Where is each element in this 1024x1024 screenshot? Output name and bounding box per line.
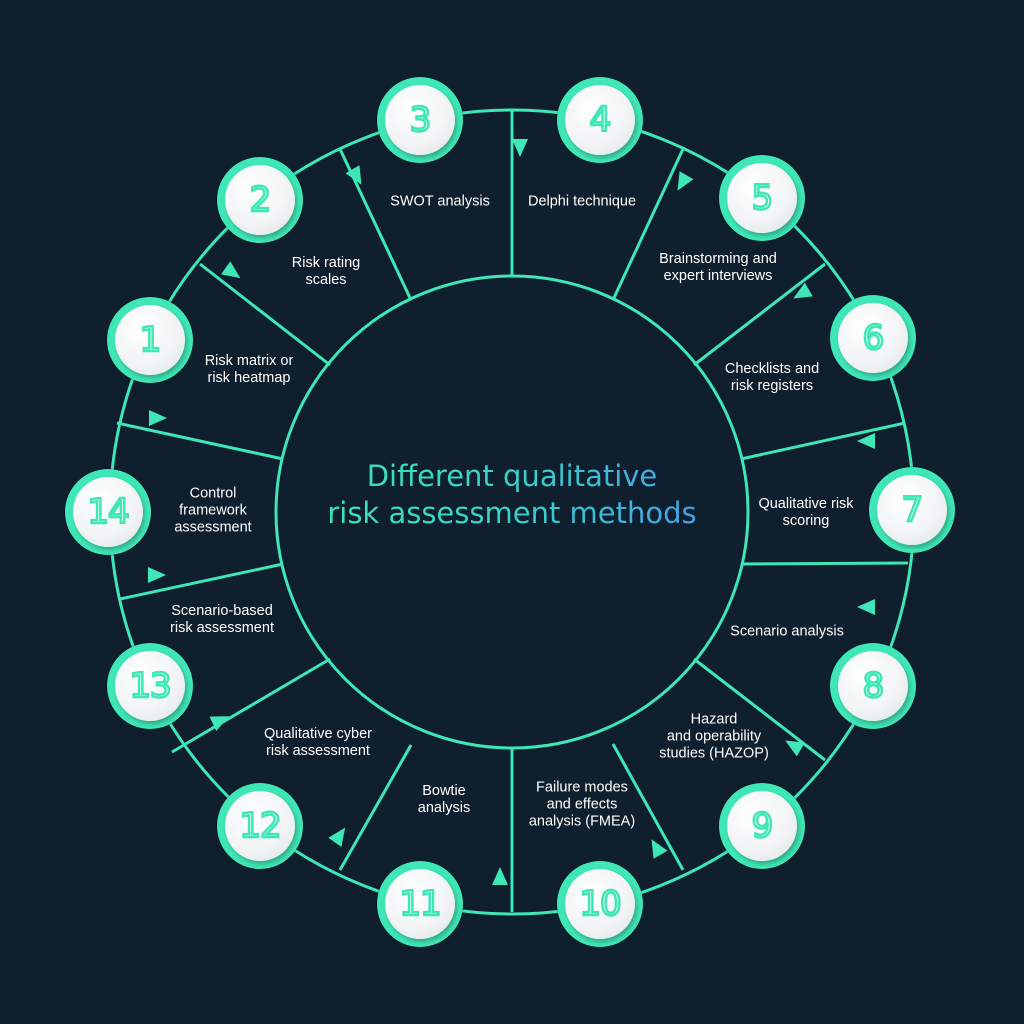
badge-disc: 10 <box>565 869 635 939</box>
separator-line <box>611 148 685 301</box>
badge-disc: 2 <box>225 165 295 235</box>
badge-disc: 8 <box>838 651 908 721</box>
badge-disc: 11 <box>385 869 455 939</box>
separator-line <box>611 743 685 871</box>
method-label: Checklists and risk registers <box>724 361 820 394</box>
arrow-marker <box>857 433 875 449</box>
badge-number: 11 <box>398 883 443 926</box>
method-label: SWOT analysis <box>390 193 490 210</box>
method-label: Qualitative risk scoring <box>758 496 854 529</box>
title-line-2: risk assessment methods <box>327 496 697 530</box>
method-label: Hazard and operability studies (HAZOP) <box>659 711 769 762</box>
arrow-marker <box>149 410 167 426</box>
badge-disc: 4 <box>565 85 635 155</box>
separator-line <box>171 657 331 754</box>
badge-number: 1 <box>138 319 162 362</box>
separator-line <box>116 421 284 461</box>
arrow-marker <box>677 171 694 191</box>
method-label: Delphi technique <box>527 193 637 210</box>
number-badge: 9 <box>719 783 805 869</box>
arrow-marker <box>345 165 362 185</box>
number-badge: 1 <box>107 297 193 383</box>
arrow-marker <box>492 867 508 885</box>
badge-disc: 14 <box>73 477 143 547</box>
badge-number: 14 <box>86 491 131 534</box>
number-badge: 14 <box>65 469 151 555</box>
number-badge: 11 <box>377 861 463 947</box>
badge-number: 10 <box>578 883 623 926</box>
separator-line <box>693 262 826 367</box>
method-label: Control framework assessment <box>174 485 252 536</box>
badge-disc: 12 <box>225 791 295 861</box>
separator-line <box>740 561 909 566</box>
arrow-marker <box>328 827 346 847</box>
number-badge: 7 <box>869 467 955 553</box>
badge-number: 8 <box>861 665 885 708</box>
badge-number: 9 <box>750 805 774 848</box>
method-label: Failure modes and effects analysis (FMEA… <box>528 779 636 830</box>
separator-line <box>740 421 906 461</box>
diagram-title: Different qualitative risk assessment me… <box>262 458 762 532</box>
arrow-marker <box>857 599 875 615</box>
number-badge: 10 <box>557 861 643 947</box>
method-label: Scenario-based risk assessment <box>170 603 274 636</box>
method-label: Brainstorming and expert interviews <box>659 251 777 284</box>
badge-disc: 13 <box>115 651 185 721</box>
separator-line <box>199 262 331 367</box>
badge-disc: 6 <box>838 303 908 373</box>
badge-disc: 5 <box>727 163 797 233</box>
arrow-marker <box>512 139 528 157</box>
arrow-marker <box>785 740 805 757</box>
method-label: Risk matrix or risk heatmap <box>204 353 294 386</box>
number-badge: 13 <box>107 643 193 729</box>
badge-number: 12 <box>238 805 283 848</box>
number-badge: 2 <box>217 157 303 243</box>
arrow-marker <box>221 261 241 279</box>
title-line-1: Different qualitative <box>366 459 658 493</box>
arrow-marker <box>148 567 166 583</box>
badge-disc: 7 <box>877 475 947 545</box>
badge-number: 2 <box>248 179 272 222</box>
separator-line <box>119 562 284 601</box>
badge-number: 7 <box>900 489 924 532</box>
method-label: Scenario analysis <box>730 623 844 640</box>
badge-number: 5 <box>750 177 774 220</box>
number-badge: 4 <box>557 77 643 163</box>
number-badge: 6 <box>830 295 916 381</box>
method-label: Bowtie analysis <box>417 783 471 816</box>
badge-disc: 1 <box>115 305 185 375</box>
badge-number: 3 <box>408 99 432 142</box>
badge-disc: 3 <box>385 85 455 155</box>
badge-number: 13 <box>128 665 173 708</box>
arrow-marker <box>651 839 668 859</box>
number-badge: 5 <box>719 155 805 241</box>
badge-number: 6 <box>861 317 885 360</box>
method-label: Risk rating scales <box>291 255 361 288</box>
number-badge: 3 <box>377 77 463 163</box>
number-badge: 12 <box>217 783 303 869</box>
badge-number: 4 <box>588 99 612 142</box>
arrow-marker <box>793 282 813 299</box>
arrow-marker <box>209 716 230 732</box>
method-label: Qualitative cyber risk assessment <box>264 726 372 759</box>
badge-disc: 9 <box>727 791 797 861</box>
number-badge: 8 <box>830 643 916 729</box>
separator-line <box>338 744 413 871</box>
